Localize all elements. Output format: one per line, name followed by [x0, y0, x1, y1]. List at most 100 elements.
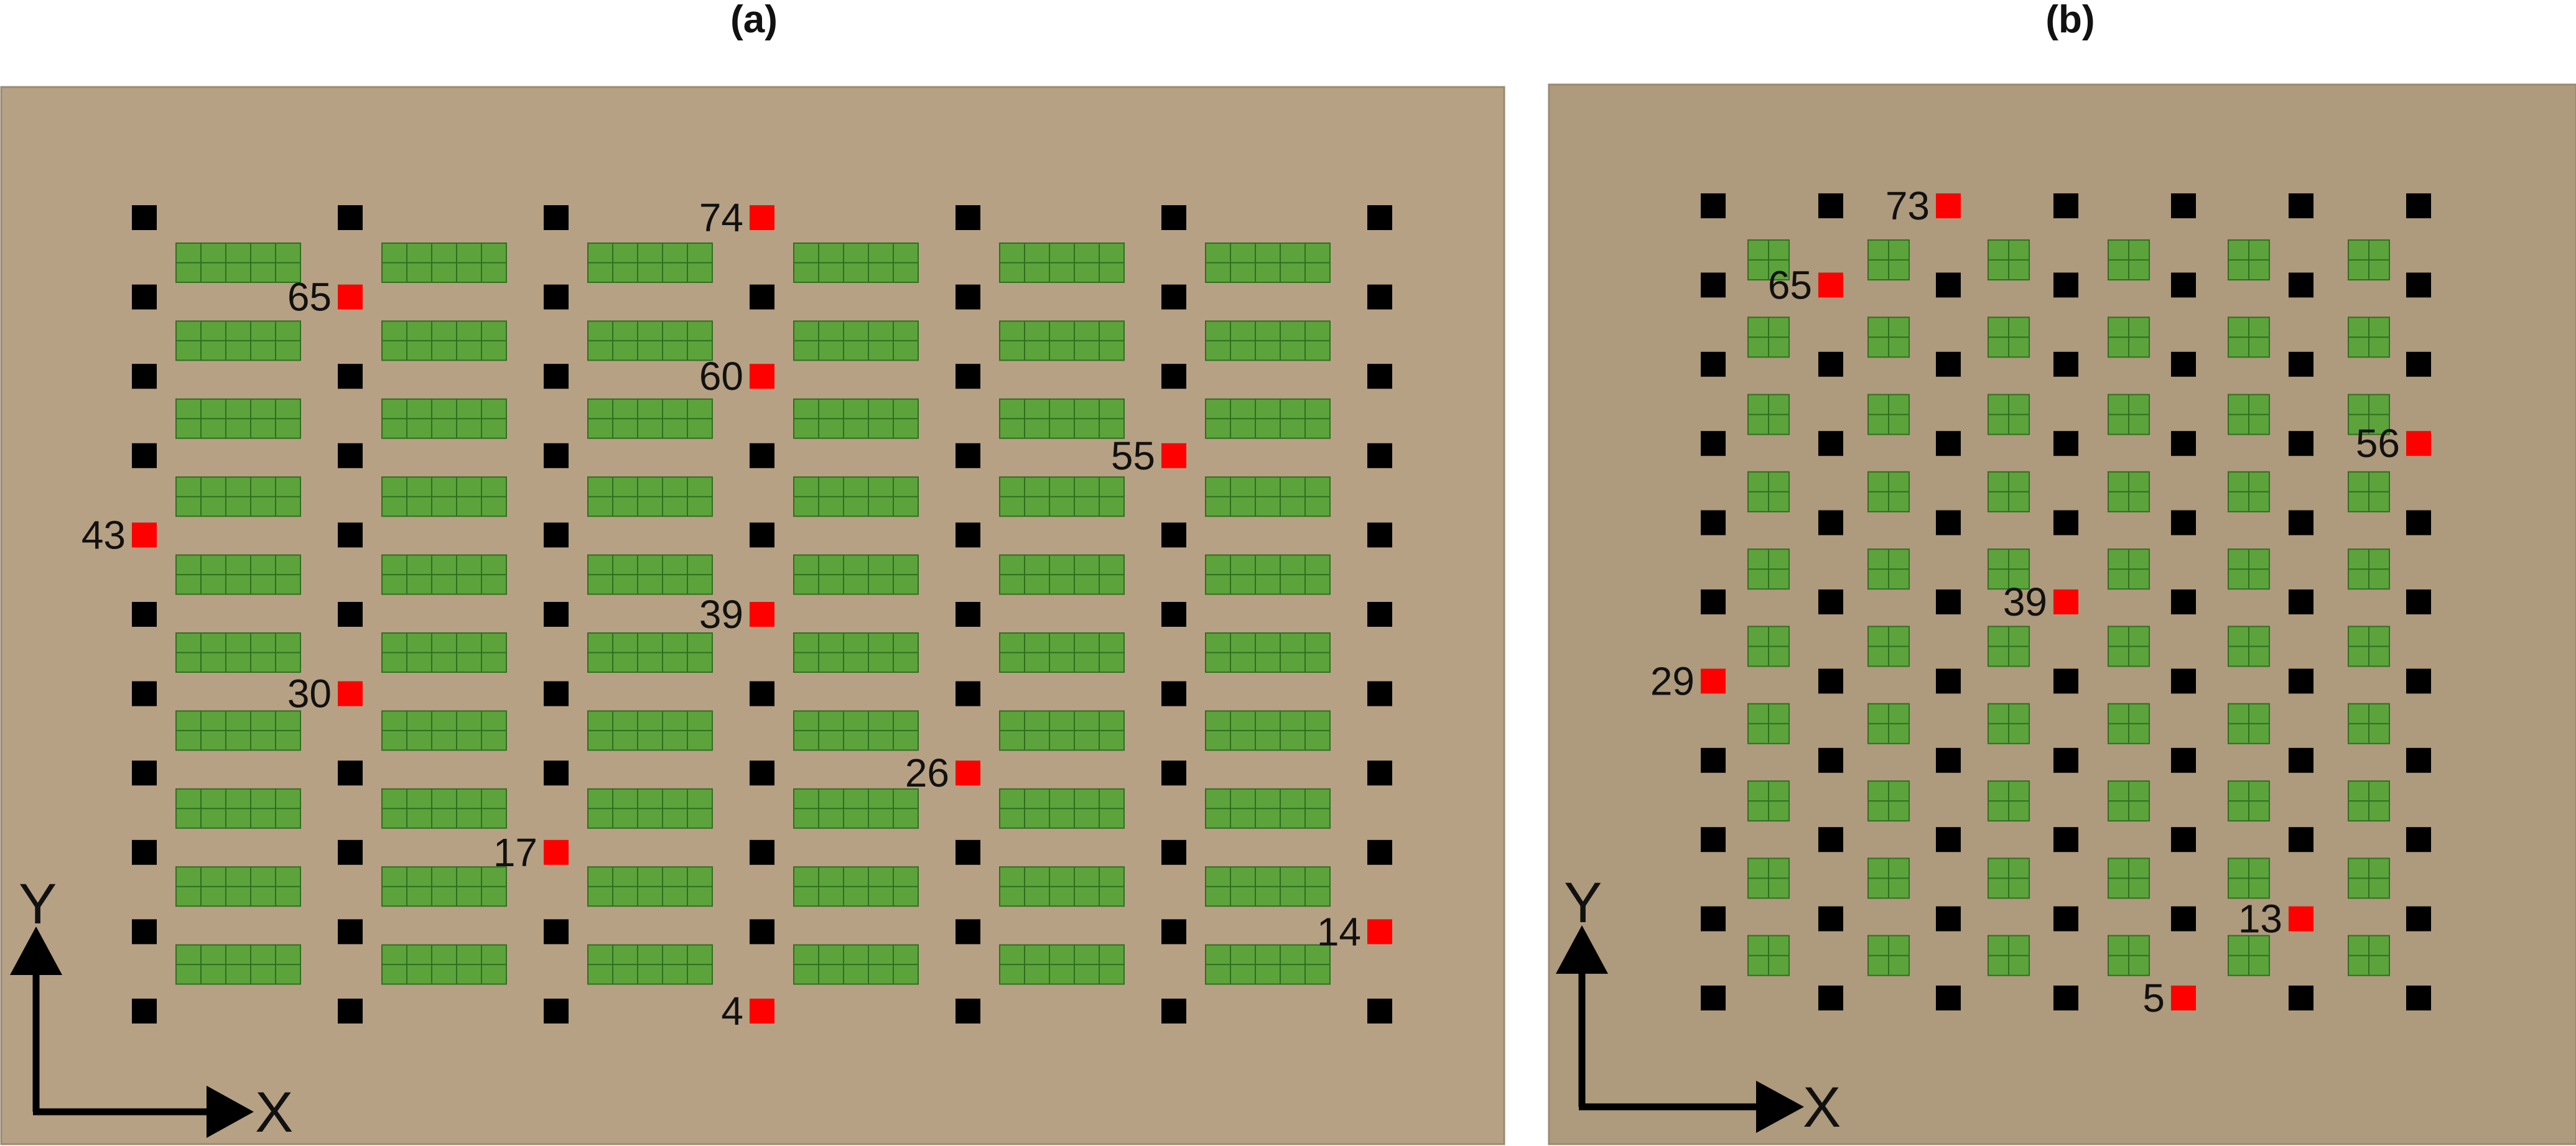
black-square-marker-icon	[2053, 351, 2078, 377]
plant-block-icon	[1867, 857, 1910, 899]
plant-block-icon	[793, 710, 919, 751]
panel-a-x-axis-label: X	[255, 1081, 293, 1144]
black-square-marker-icon	[1936, 431, 1961, 456]
marker-number-label: 60	[699, 354, 743, 399]
plant-block-icon	[1988, 935, 2030, 976]
panel-a-title: (a)	[730, 0, 778, 41]
red-square-marker-icon	[544, 839, 569, 865]
red-square-marker-icon	[1936, 193, 1961, 218]
black-square-marker-icon	[2406, 351, 2431, 377]
red-square-marker-icon	[1161, 443, 1186, 468]
plant-block-icon	[2228, 703, 2270, 744]
plant-block-icon	[999, 710, 1125, 751]
plant-block-icon	[1867, 626, 1910, 667]
plant-block-icon	[1867, 780, 1910, 822]
black-square-marker-icon	[1701, 510, 1726, 535]
black-square-marker-icon	[2289, 510, 2313, 535]
black-square-marker-icon	[1936, 986, 1961, 1010]
plant-block-icon	[1747, 626, 1790, 667]
marker-number-label: 39	[699, 592, 743, 637]
marker-number-label: 56	[2356, 421, 2400, 466]
black-square-marker-icon	[132, 602, 157, 627]
plant-block-icon	[381, 866, 507, 907]
plant-block-icon	[381, 944, 507, 985]
black-square-marker-icon	[132, 919, 157, 945]
marker-number-label: 73	[1886, 183, 1930, 228]
black-square-marker-icon	[1367, 760, 1392, 786]
black-square-marker-icon	[1701, 351, 1726, 377]
black-square-marker-icon	[2171, 906, 2196, 931]
plant-block-icon	[2228, 626, 2270, 667]
black-square-marker-icon	[1936, 747, 1961, 773]
plant-block-icon	[1988, 703, 2030, 744]
red-square-marker-icon	[750, 205, 774, 230]
black-square-marker-icon	[1161, 602, 1186, 627]
black-square-marker-icon	[338, 602, 363, 627]
plant-block-icon	[587, 554, 713, 595]
black-square-marker-icon	[956, 522, 980, 548]
black-square-marker-icon	[1367, 443, 1392, 468]
plant-block-icon	[587, 632, 713, 673]
black-square-marker-icon	[750, 839, 774, 865]
black-square-marker-icon	[1701, 986, 1726, 1010]
plant-block-icon	[1205, 788, 1331, 829]
marker-number-label: 26	[905, 751, 949, 795]
black-square-marker-icon	[2053, 272, 2078, 298]
plant-block-icon	[2228, 394, 2270, 435]
black-square-marker-icon	[750, 443, 774, 468]
plant-block-icon	[2108, 780, 2150, 822]
plant-block-icon	[1205, 710, 1331, 751]
black-square-marker-icon	[1818, 510, 1843, 535]
panel-b-y-arrow-icon	[1556, 925, 1608, 974]
plant-block-icon	[1205, 944, 1331, 985]
plant-block-icon	[1988, 471, 2030, 512]
marker-number-label: 65	[287, 275, 332, 320]
plant-block-icon	[999, 788, 1125, 829]
black-square-marker-icon	[2053, 906, 2078, 931]
plant-block-icon	[2348, 239, 2390, 280]
black-square-marker-icon	[2171, 351, 2196, 377]
marker-number-label: 4	[721, 989, 743, 1033]
red-square-marker-icon	[2053, 589, 2078, 614]
plant-block-icon	[1988, 317, 2030, 358]
plant-block-icon	[793, 398, 919, 439]
plant-block-icon	[175, 554, 301, 595]
black-square-marker-icon	[1367, 284, 1392, 310]
black-square-marker-icon	[1161, 284, 1186, 310]
plant-block-icon	[587, 710, 713, 751]
black-square-marker-icon	[1161, 760, 1186, 786]
black-square-marker-icon	[2171, 510, 2196, 535]
plant-block-icon	[2348, 626, 2390, 667]
plant-block-icon	[1747, 471, 1790, 512]
plant-block-icon	[381, 554, 507, 595]
black-square-marker-icon	[956, 681, 980, 706]
black-square-marker-icon	[2171, 827, 2196, 853]
plant-block-icon	[587, 944, 713, 985]
panel-b-y-axis-label: Y	[1564, 871, 1602, 935]
plant-block-icon	[175, 866, 301, 907]
red-square-marker-icon	[338, 681, 363, 706]
plant-block-icon	[2348, 857, 2390, 899]
black-square-marker-icon	[2053, 747, 2078, 773]
plant-block-icon	[587, 398, 713, 439]
black-square-marker-icon	[1936, 827, 1961, 853]
black-square-marker-icon	[1818, 906, 1843, 931]
black-square-marker-icon	[2171, 193, 2196, 218]
black-square-marker-icon	[956, 919, 980, 945]
black-square-marker-icon	[750, 284, 774, 310]
plant-block-icon	[1988, 239, 2030, 280]
plant-block-icon	[2108, 857, 2150, 899]
plant-block-icon	[793, 554, 919, 595]
plant-block-icon	[1988, 394, 2030, 435]
black-square-marker-icon	[956, 364, 980, 389]
plant-block-icon	[2348, 471, 2390, 512]
black-square-marker-icon	[2289, 272, 2313, 298]
panel-a-y-arrow-icon	[10, 927, 62, 975]
plant-block-icon	[1867, 317, 1910, 358]
plant-block-icon	[1867, 394, 1910, 435]
plant-block-icon	[2348, 703, 2390, 744]
black-square-marker-icon	[544, 602, 569, 627]
plant-block-icon	[1747, 239, 1790, 280]
